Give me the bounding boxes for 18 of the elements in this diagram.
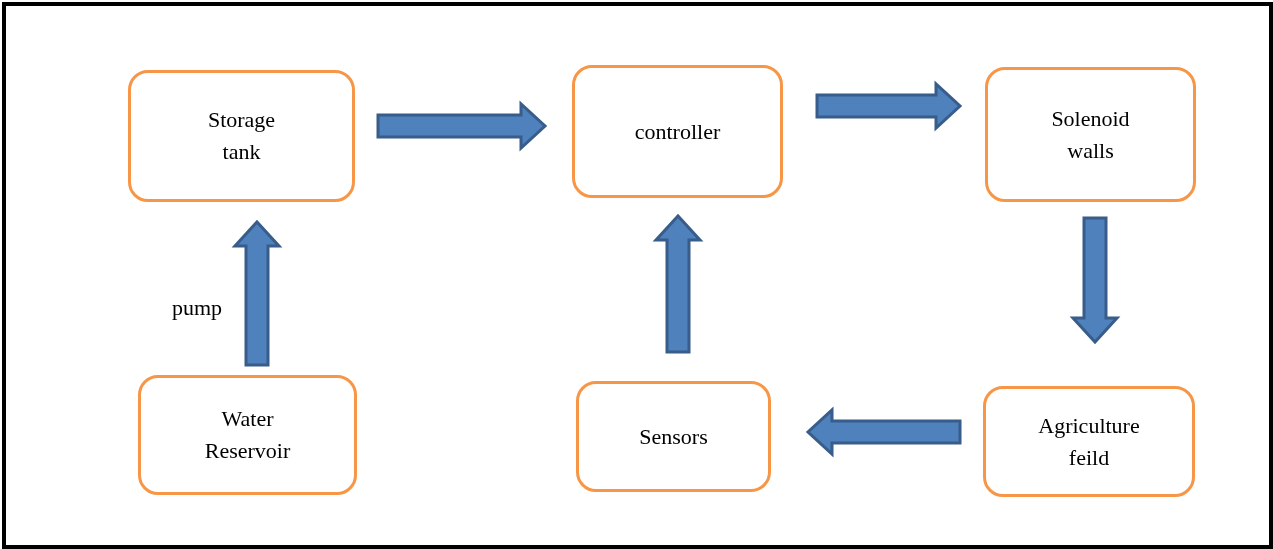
block-arrow bbox=[815, 80, 963, 132]
box-label: Agriculture feild bbox=[1037, 411, 1141, 472]
box-label: Water Reservoir bbox=[203, 405, 292, 465]
box-label: Solenoid walls bbox=[1050, 104, 1131, 165]
block-arrow bbox=[231, 219, 283, 367]
process-box bbox=[572, 65, 783, 198]
process-box bbox=[576, 381, 771, 492]
process-box bbox=[983, 386, 1195, 497]
box-label: Storage tank bbox=[206, 106, 277, 166]
block-arrow bbox=[1069, 216, 1121, 345]
process-box bbox=[985, 67, 1196, 202]
process-box bbox=[138, 375, 357, 495]
process-box bbox=[128, 70, 355, 202]
box-label: controller bbox=[634, 117, 721, 146]
block-arrow bbox=[652, 213, 704, 354]
block-arrow bbox=[805, 406, 962, 458]
box-label: Sensors bbox=[639, 422, 708, 451]
block-arrow bbox=[376, 100, 548, 152]
